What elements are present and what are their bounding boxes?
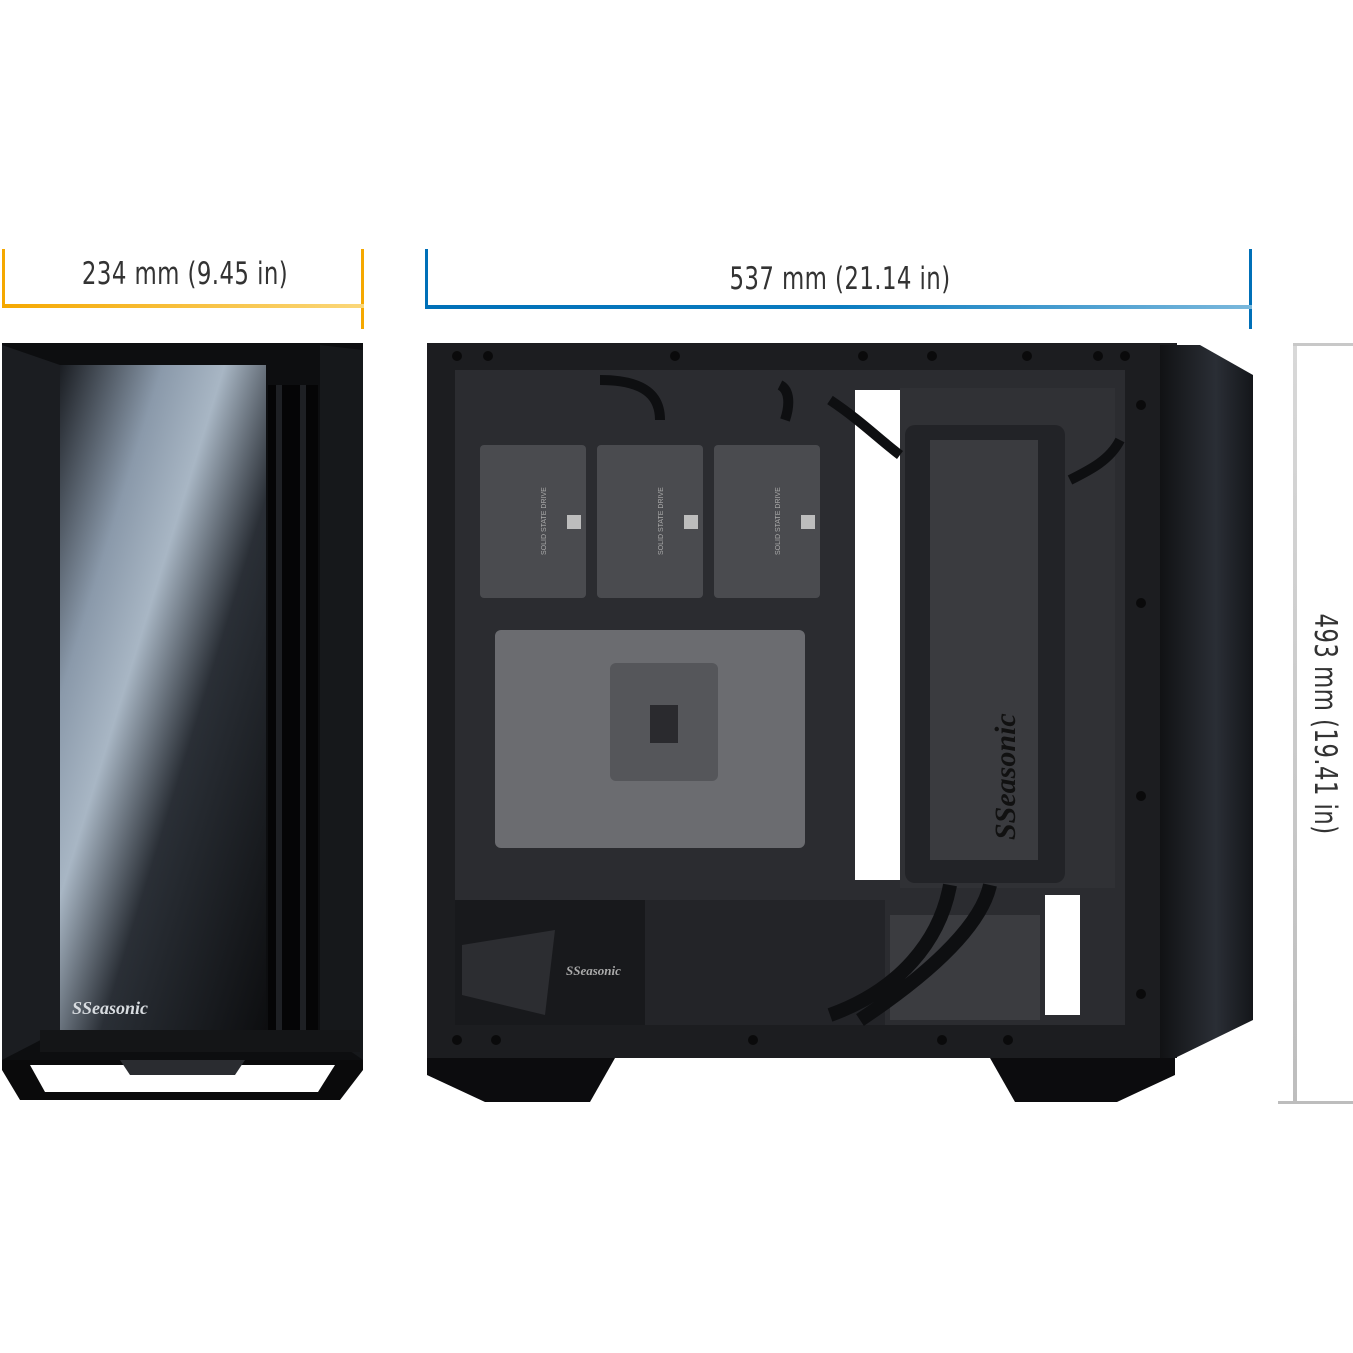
ssd-drive: SOLID STATE DRIVE <box>714 445 820 598</box>
length-dimension-bracket <box>425 249 1252 329</box>
seasonic-logo-cover: SSeasonic <box>989 713 1022 840</box>
seasonic-logo-front: SSeasonic <box>72 998 148 1018</box>
ssd-label: SOLID STATE DRIVE <box>775 487 782 555</box>
power-supply: SSeasonic <box>455 900 885 1025</box>
width-dimension-bracket <box>2 249 364 329</box>
ssd-label: SOLID STATE DRIVE <box>658 487 665 555</box>
ssd-drive: SOLID STATE DRIVE <box>597 445 703 598</box>
height-dimension-bracket <box>1278 343 1353 1104</box>
ssd-label: SOLID STATE DRIVE <box>541 487 548 555</box>
seasonic-logo-psu: SSeasonic <box>566 963 621 978</box>
rear-cable-cover: SSeasonic <box>905 425 1065 883</box>
length-dimension-label: 537 mm (21.14 in) <box>729 261 951 297</box>
motherboard <box>495 630 805 848</box>
height-dimension-label: 493 mm (19.41 in) <box>1307 613 1343 835</box>
case-side-view: SOLID STATE DRIVE SOLID STATE DRIVE SOLI… <box>427 343 1253 1102</box>
ssd-drive: SOLID STATE DRIVE <box>480 445 586 598</box>
width-dimension-label: 234 mm (9.45 in) <box>81 256 289 292</box>
psu-shroud-cable-cutout <box>1045 895 1080 1015</box>
case-front-view: SSeasonic <box>2 343 363 1100</box>
